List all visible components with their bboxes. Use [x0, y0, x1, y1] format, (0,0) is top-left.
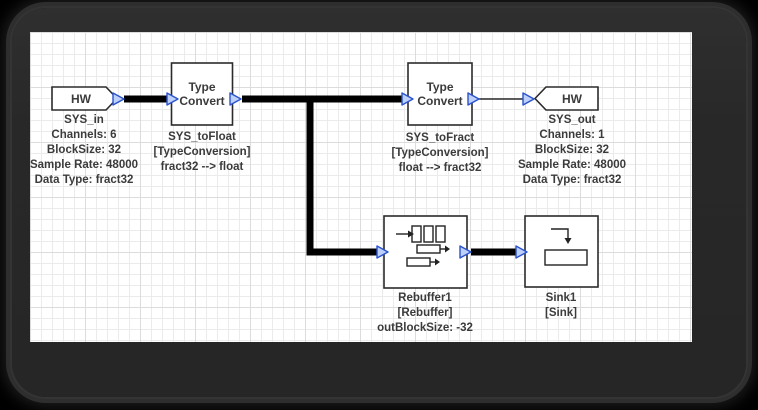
block-sys-in[interactable]	[51, 86, 119, 111]
rebuffer-type: [Rebuffer]	[397, 307, 453, 319]
tofract-output-pin-icon[interactable]	[467, 92, 480, 106]
sink-type: [Sink]	[545, 307, 577, 319]
slide-frame: HW Type Convert Type Convert HW SYS_in C…	[12, 8, 746, 397]
block-sink[interactable]	[524, 215, 599, 288]
rebuffer-output-pin-icon[interactable]	[459, 245, 472, 259]
sys-in-datatype: Data Type: fract32	[34, 174, 134, 186]
sys-out-blocksize: BlockSize: 32	[534, 144, 610, 156]
sys-out-channels: Channels: 1	[539, 129, 605, 141]
rebuffer-label: Rebuffer1 [Rebuffer] outBlockSize: -32	[377, 291, 473, 336]
schematic-graphics	[51, 62, 599, 289]
sys-tofract-conversion: float --> fract32	[398, 162, 482, 174]
sys-out-name: SYS_out	[548, 114, 596, 126]
sink-input-pin-icon[interactable]	[515, 245, 528, 259]
sys-tofract-name: SYS_toFract	[405, 132, 475, 144]
block-sys-out[interactable]	[533, 86, 599, 111]
tofloat-input-pin-icon[interactable]	[166, 92, 179, 106]
sys-out-input-pin-icon[interactable]	[522, 92, 535, 106]
rebuffer-outblocksize: outBlockSize: -32	[377, 322, 473, 334]
block-rebuffer[interactable]	[383, 215, 468, 289]
sys-tofloat-conversion: fract32 --> float	[160, 161, 244, 173]
block-sys-tofract[interactable]	[407, 62, 473, 126]
sys-out-label: SYS_out Channels: 1 BlockSize: 32 Sample…	[518, 113, 626, 188]
wire-branch-to-rebuffer[interactable]	[306, 99, 377, 256]
tofract-input-pin-icon[interactable]	[401, 92, 414, 106]
sys-in-name: SYS_in	[64, 114, 104, 126]
sys-tofloat-name: SYS_toFloat	[168, 131, 236, 143]
sys-tofract-label: SYS_toFract [TypeConversion] float --> f…	[392, 131, 489, 176]
rebuffer-name: Rebuffer1	[398, 292, 452, 304]
sink-icon	[544, 228, 588, 266]
schematic-canvas[interactable]: HW Type Convert Type Convert HW SYS_in C…	[30, 32, 692, 342]
sys-in-blocksize: BlockSize: 32	[46, 144, 122, 156]
rebuffer-icon	[396, 225, 450, 267]
sys-in-label: SYS_in Channels: 6 BlockSize: 32 Sample …	[30, 113, 138, 188]
sys-tofract-type: [TypeConversion]	[391, 147, 489, 159]
rebuffer-input-pin-icon[interactable]	[376, 245, 389, 259]
sink-name: Sink1	[545, 292, 577, 304]
sys-in-samplerate: Sample Rate: 48000	[30, 159, 139, 171]
sys-tofloat-label: SYS_toFloat [TypeConversion] fract32 -->…	[154, 130, 251, 175]
tofloat-output-pin-icon[interactable]	[229, 92, 242, 106]
sink-label: Sink1 [Sink]	[545, 291, 577, 321]
sys-out-datatype: Data Type: fract32	[522, 174, 622, 186]
sys-in-channels: Channels: 6	[51, 129, 117, 141]
block-sys-tofloat[interactable]	[170, 62, 234, 126]
sys-in-output-pin-icon[interactable]	[112, 92, 125, 106]
sys-tofloat-type: [TypeConversion]	[153, 146, 251, 158]
sys-out-samplerate: Sample Rate: 48000	[517, 159, 627, 171]
